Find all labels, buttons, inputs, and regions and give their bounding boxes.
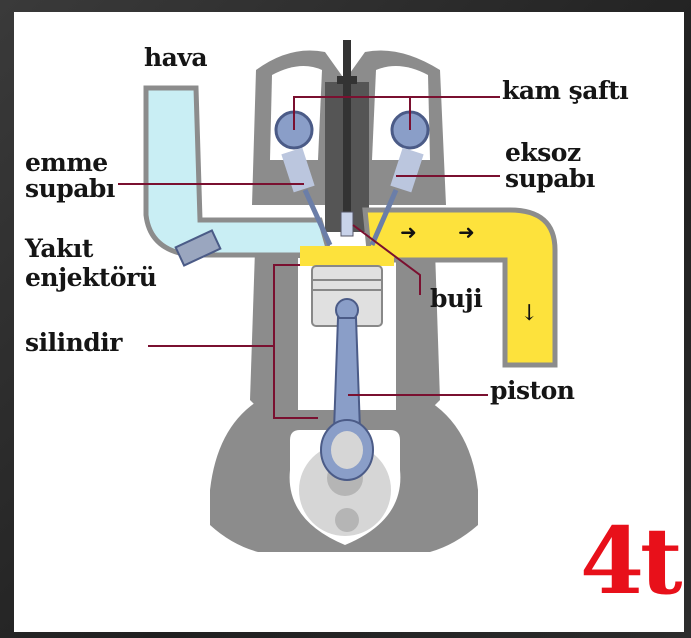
spark-plug-rod <box>343 40 351 225</box>
label-emme-supabi-line1: emme <box>25 150 108 176</box>
flow-arrow-1: ➜ <box>400 220 417 244</box>
label-hava: hava <box>144 45 207 71</box>
label-piston: piston <box>490 378 574 404</box>
flow-arrow-2: ➜ <box>458 220 475 244</box>
connecting-rod <box>334 318 360 430</box>
combustion-chamber <box>300 246 394 266</box>
label-silindir: silindir <box>25 330 122 356</box>
label-eksoz-supabi-line2: supabı <box>505 166 595 192</box>
label-yakit-enjektoru-line2: enjektörü <box>25 265 156 291</box>
label-kam-safti: kam şaftı <box>502 78 628 104</box>
label-emme-supabi-line2: supabı <box>25 176 115 202</box>
label-yakit-enjektoru-line1: Yakıt <box>25 236 93 262</box>
label-buji: buji <box>430 286 482 312</box>
stroke-label-4t: 4t <box>580 515 679 607</box>
flow-arrow-3: ↓ <box>520 301 538 326</box>
spark-plug <box>341 212 353 236</box>
label-eksoz-supabi-line1: eksoz <box>505 140 581 166</box>
